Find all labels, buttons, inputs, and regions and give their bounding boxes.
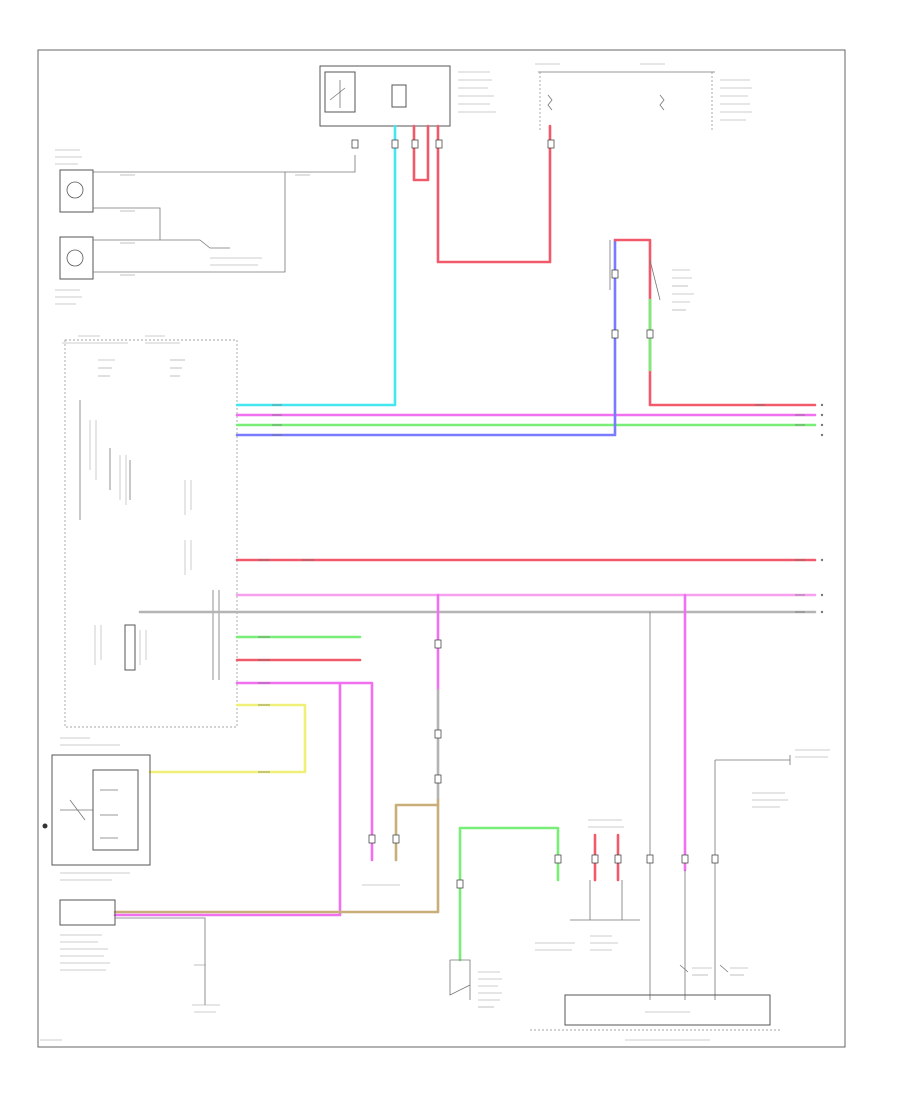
switch-assembly-contacts [60,789,118,839]
control-module-fuse-labels [62,335,185,377]
ground-labels [192,964,220,1013]
lamp-wire-b [93,207,200,241]
wire-tan [113,798,440,914]
fuse-symbol-right [659,94,665,111]
wire-green-sensor [458,826,560,962]
module-sub-block [124,624,136,671]
relay-coil [324,71,356,113]
switch-assembly-labels [60,737,130,881]
relay-box [319,65,451,127]
wire-grey-right-b [714,759,760,1000]
lighting-control-module [59,899,116,926]
wire-magenta-branch [113,681,342,917]
wire-color-tags [258,404,805,773]
lamp-label-lines [55,149,310,305]
wire-cyan [235,124,397,407]
bottom-right-ground-ticks [679,964,729,973]
relay-contact-symbol [391,84,407,108]
lamp-wire-a [93,155,356,173]
right-edge-connectors [820,403,824,614]
wire-red-relay [436,124,552,264]
right-connector-symbol [760,755,791,765]
wire-tan-branch [394,803,440,862]
connector-block-labels [535,749,830,976]
right-lamp-bulb [66,249,84,267]
sensor-upper-right [609,240,661,301]
left-lamp [59,169,94,213]
switch-assembly [51,754,151,866]
wire-connectors [351,139,719,889]
connector-block-lines [570,880,640,921]
module-verticals [212,590,220,680]
wire-magenta-lower [235,681,374,862]
relay-switch-symbol [329,80,346,108]
fuse-label-lines-top [535,63,752,121]
ground-wire [115,917,206,1005]
wire-blue [235,238,617,437]
wire-yellow [148,703,307,774]
control-module-outline [64,339,238,728]
sensor-bottom-labels [362,884,502,1008]
switch-wire [199,239,230,249]
diagram-border [37,49,846,1048]
fuse-symbol-left [547,94,553,111]
module-internal-labels [89,420,192,665]
right-lamp [59,236,94,280]
left-lamp-bulb [66,181,84,199]
wire-red-upper-right [613,238,817,407]
module-bottom-box [564,994,771,1026]
sensor-upper-right-labels [672,269,694,311]
relay-label-lines [458,71,496,113]
wire-red-loop [412,124,430,182]
module-bottom-labels [625,1011,710,1041]
module-internal-bus [79,400,131,520]
lighting-control-module-labels [60,934,110,971]
lamp-wire-d [93,172,286,273]
sensor-bottom [449,959,471,1000]
switch-ground-dot [42,823,48,829]
